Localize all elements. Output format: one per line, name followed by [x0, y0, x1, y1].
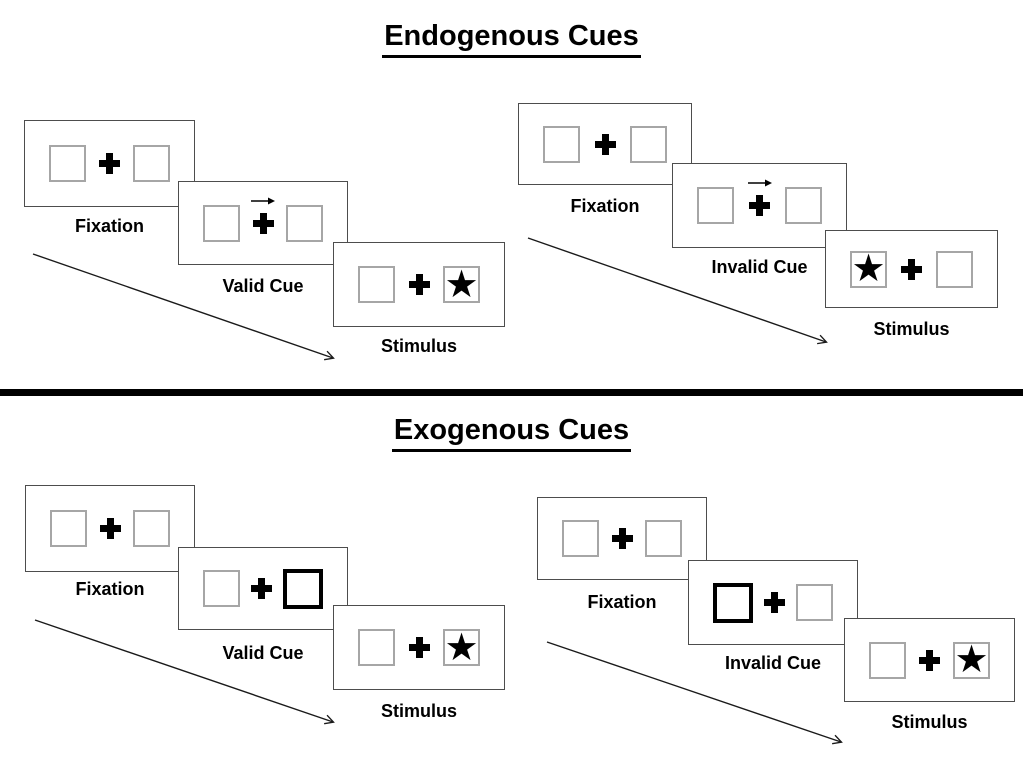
- fixation-cross: [611, 528, 633, 549]
- exogenous-invalid-cue-panel: [688, 560, 858, 645]
- panel-label: Stimulus: [891, 712, 968, 732]
- left-box: [50, 510, 87, 547]
- fixation-cross-icon: [251, 578, 272, 599]
- exogenous-invalid-stimulus-panel: ★: [844, 618, 1015, 702]
- fixation-cross-icon: [749, 195, 770, 216]
- endogenous-invalid-fixation-panel: [518, 103, 692, 185]
- panel-label: Fixation: [75, 579, 145, 599]
- timeline-arrow-endogenous-invalid: [527, 237, 828, 345]
- section-divider: [0, 389, 1023, 396]
- panel-label: Invalid Cue: [711, 257, 808, 277]
- panel-label: Fixation: [74, 216, 144, 236]
- right-box: [785, 187, 822, 224]
- star-icon: ★: [851, 248, 886, 290]
- exogenous-valid-stimulus-panel: ★: [333, 605, 505, 690]
- left-box: [358, 629, 395, 666]
- fixation-cross-icon: [764, 592, 785, 613]
- fixation-cross: [408, 637, 430, 658]
- left-box: [358, 266, 395, 303]
- panel-label: Fixation: [587, 592, 657, 612]
- fixation-cross-icon: [252, 212, 274, 234]
- fixation-cross: [747, 179, 772, 216]
- right-box: [630, 125, 667, 163]
- right-box: [133, 510, 170, 547]
- exogenous-valid-cue-panel: [178, 547, 348, 630]
- right-box: [936, 250, 973, 288]
- fixation-cross-icon: [99, 518, 121, 539]
- fixation-cross: [251, 197, 275, 234]
- cue-arrow-right-icon: [251, 197, 275, 204]
- panel-label: Invalid Cue: [724, 653, 822, 673]
- fixation-cross: [99, 518, 121, 539]
- right-box-with-star: ★: [953, 639, 990, 681]
- cue-arrow-right-icon: [747, 179, 772, 187]
- fixation-cross: [251, 578, 272, 599]
- endogenous-valid-stimulus-panel: ★: [333, 242, 505, 327]
- fixation-cross-icon: [611, 528, 633, 549]
- right-box: [286, 204, 323, 242]
- right-box: [133, 145, 170, 182]
- fixation-cross-icon: [594, 133, 616, 155]
- fixation-cross-icon: [901, 258, 922, 280]
- section-title-endogenous: Endogenous Cues: [0, 20, 1023, 58]
- exogenous-valid-fixation-panel: [25, 485, 195, 572]
- fixation-cross: [901, 258, 922, 280]
- section-title-endogenous-text: Endogenous Cues: [382, 20, 641, 58]
- panel-label: Valid Cue: [222, 276, 304, 296]
- timeline-arrow-endogenous-valid: [32, 253, 335, 361]
- fixation-cross: [99, 153, 120, 174]
- panel-label: Fixation: [570, 196, 640, 216]
- left-box: [543, 125, 580, 163]
- right-box: [796, 584, 833, 621]
- fixation-cross: [919, 649, 940, 671]
- right-box-with-star: ★: [443, 263, 480, 306]
- endogenous-valid-cue-panel: [178, 181, 348, 265]
- endogenous-invalid-stimulus-panel: ★: [825, 230, 998, 308]
- panel-label: Stimulus: [380, 701, 457, 721]
- star-icon: ★: [444, 626, 479, 669]
- left-box: [49, 145, 86, 182]
- exogenous-invalid-fixation-panel: [537, 497, 707, 580]
- endogenous-valid-fixation-panel: [24, 120, 195, 207]
- endogenous-invalid-cue-panel: [672, 163, 847, 248]
- panel-label: Stimulus: [380, 336, 457, 356]
- section-title-exogenous-text: Exogenous Cues: [391, 414, 632, 452]
- timeline-arrow-exogenous-valid: [34, 619, 335, 725]
- fixation-cross: [408, 274, 430, 295]
- panel-label: Valid Cue: [222, 643, 304, 663]
- right-box: [645, 520, 682, 557]
- star-icon: ★: [444, 263, 479, 306]
- left-box-highlighted-cue: [713, 582, 753, 623]
- left-box: [203, 570, 240, 607]
- left-box-with-star: ★: [850, 248, 887, 290]
- fixation-cross-icon: [408, 274, 430, 295]
- fixation-cross-icon: [99, 153, 120, 174]
- panel-label: Stimulus: [873, 319, 950, 339]
- left-box: [869, 641, 906, 679]
- right-box-highlighted-cue: [283, 568, 323, 609]
- fixation-cross-icon: [408, 637, 430, 658]
- fixation-cross-icon: [919, 649, 940, 671]
- left-box: [203, 204, 240, 242]
- fixation-cross: [594, 133, 616, 155]
- right-box-with-star: ★: [443, 626, 480, 669]
- star-icon: ★: [954, 639, 989, 681]
- left-box: [697, 187, 734, 224]
- fixation-cross: [764, 592, 785, 613]
- left-box: [562, 520, 599, 557]
- section-title-exogenous: Exogenous Cues: [0, 414, 1023, 452]
